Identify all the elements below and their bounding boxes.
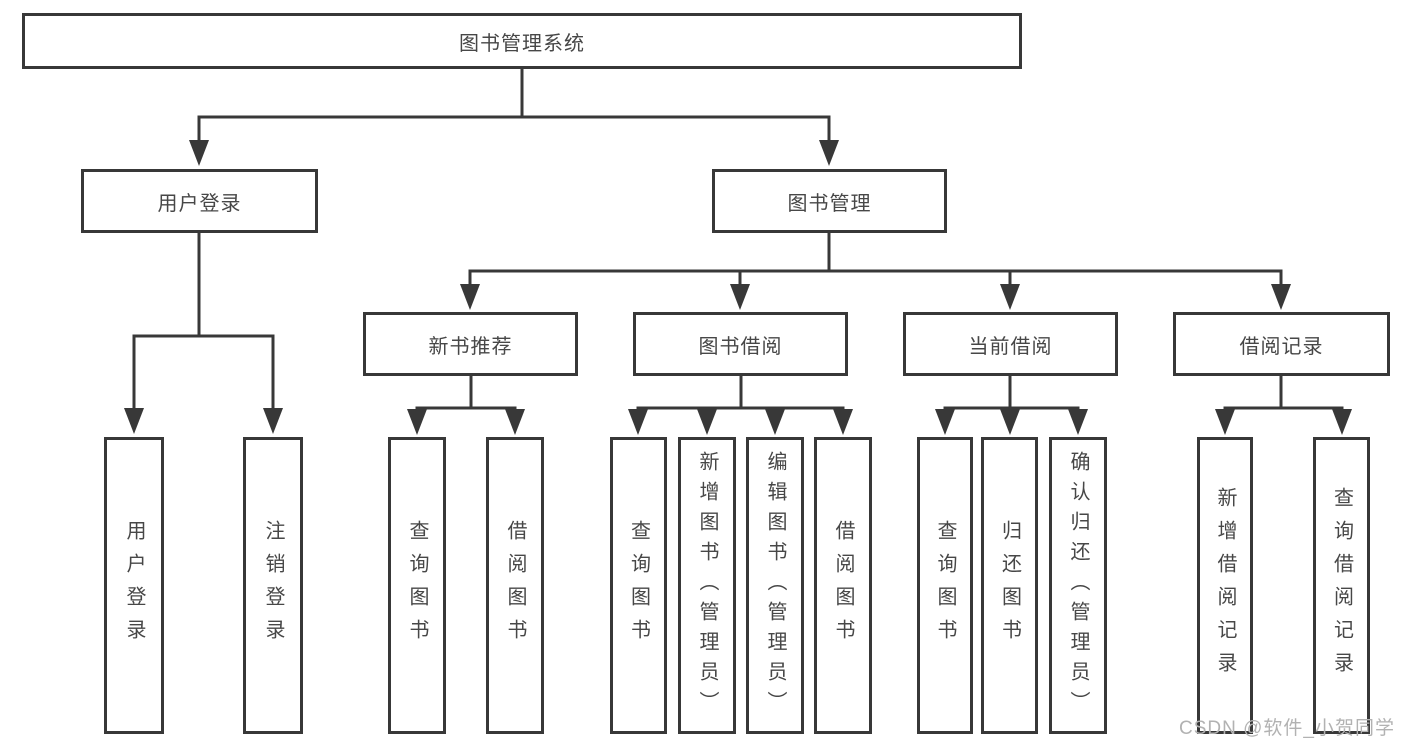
arrowheads — [124, 140, 1352, 435]
node-root-label: 图书管理系统 — [459, 32, 585, 55]
node-label: 新增图书（管理员） — [696, 450, 718, 721]
node-leaf-edit-books-admin: 编辑图书（管理员） — [746, 437, 804, 734]
csdn-watermark: CSDN @软件_小贺同学 — [1179, 718, 1395, 739]
node-leaf-query-books-recommend: 查询图书 — [388, 437, 446, 734]
node-book-management: 图书管理 — [712, 169, 947, 233]
node-label: 用户登录 — [157, 192, 242, 215]
node-leaf-user-login: 用户登录 — [104, 437, 164, 734]
node-leaf-confirm-return-admin: 确认归还（管理员） — [1049, 437, 1107, 734]
node-borrowing-records: 借阅记录 — [1173, 312, 1390, 376]
node-label: 确认归还（管理员） — [1067, 450, 1089, 721]
node-label: 借阅图书 — [832, 519, 854, 652]
node-leaf-borrow-books: 借阅图书 — [814, 437, 872, 734]
node-label: 新书推荐 — [428, 335, 513, 358]
node-label: 注销登录 — [262, 519, 284, 652]
node-label: 归还图书 — [998, 519, 1021, 652]
node-label: 编辑图书（管理员） — [764, 450, 786, 721]
node-leaf-borrow-books-recommend: 借阅图书 — [486, 437, 544, 734]
node-label: 用户登录 — [123, 519, 145, 652]
node-label: 查询图书 — [934, 519, 956, 652]
node-label: 当前借阅 — [968, 335, 1053, 358]
node-leaf-query-books-current: 查询图书 — [917, 437, 973, 734]
node-leaf-add-borrow-record: 新增借阅记录 — [1197, 437, 1253, 734]
node-label: 查询图书 — [406, 519, 428, 652]
node-new-book-recommend: 新书推荐 — [363, 312, 578, 376]
node-leaf-logout: 注销登录 — [243, 437, 303, 734]
node-label: 查询图书 — [627, 519, 650, 652]
node-user-login-branch: 用户登录 — [81, 169, 318, 233]
node-leaf-query-books-borrowing: 查询图书 — [610, 437, 667, 734]
node-label: 图书借阅 — [698, 335, 783, 358]
node-leaf-add-books-admin: 新增图书（管理员） — [678, 437, 736, 734]
node-leaf-return-books: 归还图书 — [981, 437, 1038, 734]
node-leaf-query-borrow-record: 查询借阅记录 — [1313, 437, 1370, 734]
node-label: 借阅记录 — [1239, 335, 1324, 358]
node-book-borrowing: 图书借阅 — [633, 312, 848, 376]
node-label: 新增借阅记录 — [1214, 486, 1236, 685]
node-root: 图书管理系统 — [22, 13, 1022, 69]
node-current-borrowing: 当前借阅 — [903, 312, 1118, 376]
node-label: 查询借阅记录 — [1330, 486, 1353, 685]
node-label: 借阅图书 — [504, 519, 526, 652]
node-label: 图书管理 — [787, 192, 872, 215]
